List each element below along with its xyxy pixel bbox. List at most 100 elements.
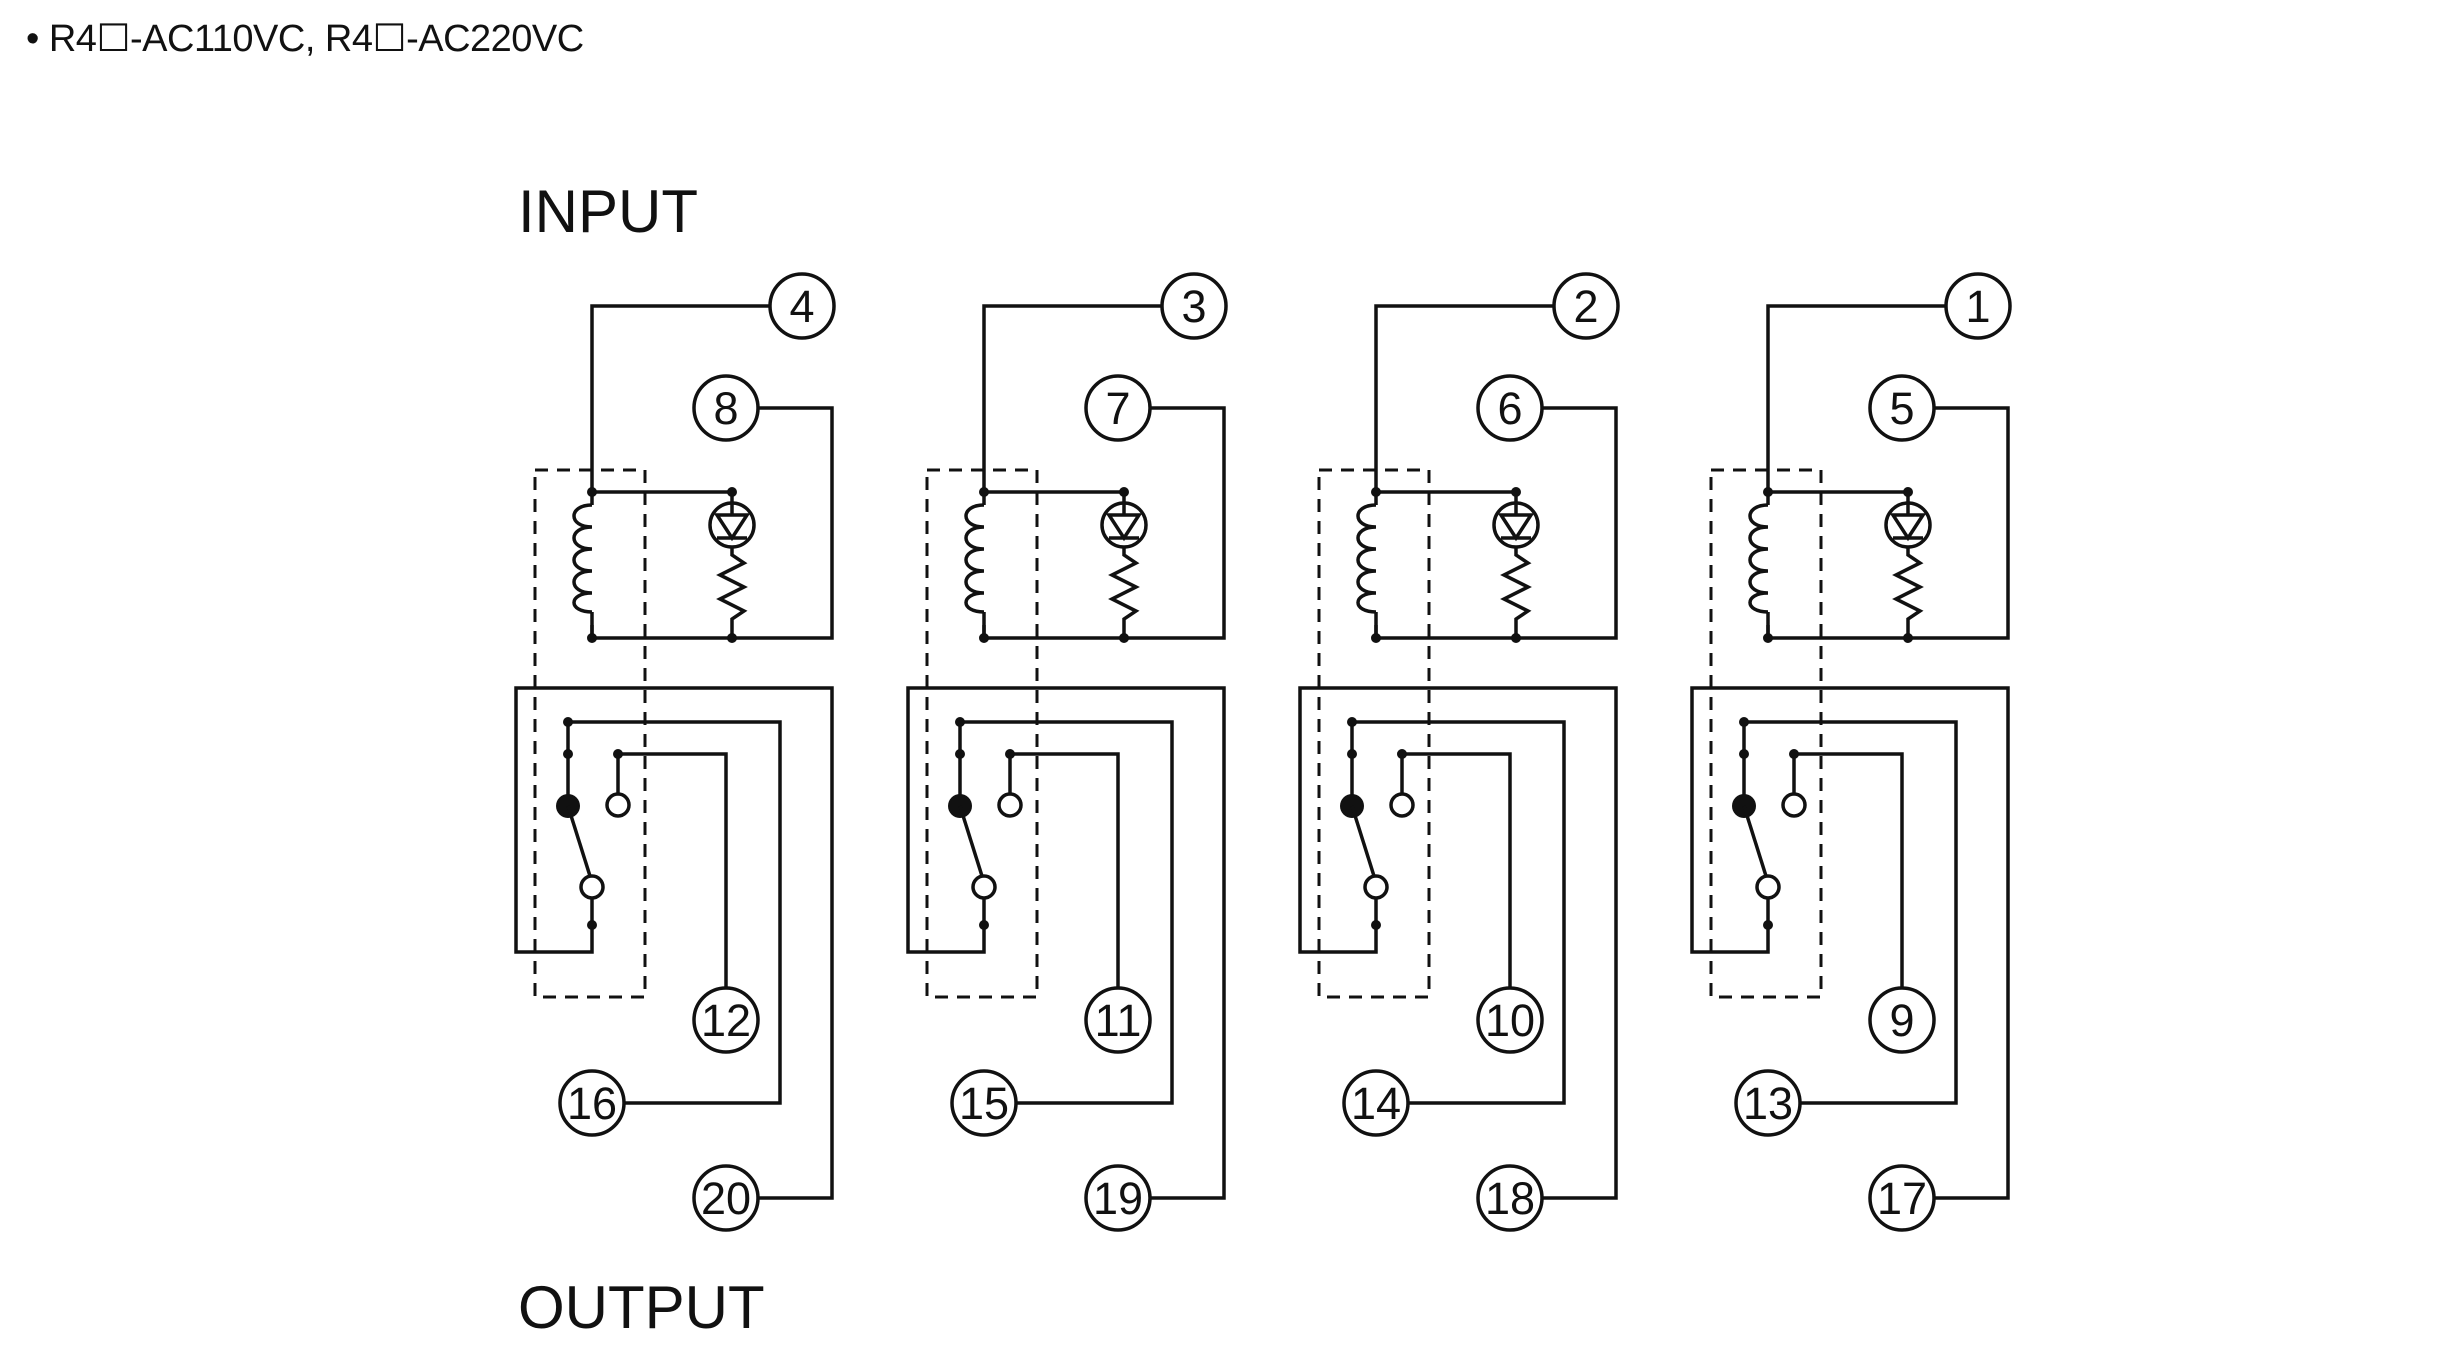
- output-label: OUTPUT: [518, 1274, 765, 1341]
- led-pin-number: 5: [1889, 383, 1914, 434]
- junction-dot: [727, 487, 737, 497]
- switch-arm-icon: [1350, 805, 1376, 877]
- nc-pin-circle: [692, 986, 760, 1054]
- no-pin-circle: [692, 1164, 760, 1232]
- junction-dot: [587, 487, 597, 497]
- coil-icon: [572, 503, 593, 614]
- nc-contact-wire: [1400, 752, 1512, 988]
- resistor-icon: [1108, 547, 1140, 638]
- pivot-contact-icon: [971, 874, 997, 900]
- junction-dot: [727, 633, 737, 643]
- resistor-icon: [716, 547, 748, 638]
- no-contact-wire: [514, 686, 834, 1200]
- input-label: INPUT: [518, 178, 698, 245]
- led-return-wire: [590, 406, 834, 640]
- coil-icon: [1356, 503, 1377, 614]
- led-return-wire: [982, 406, 1226, 640]
- junction-dot: [1511, 633, 1521, 643]
- coil-pin-number: 1: [1965, 281, 1990, 332]
- junction-dot: [1789, 749, 1799, 759]
- open-contact-icon: [1781, 792, 1807, 818]
- junction-dot: [1371, 633, 1381, 643]
- junction-dot: [1347, 717, 1357, 727]
- junction-dot: [1763, 920, 1773, 930]
- com-pin-circle: [1734, 1069, 1802, 1137]
- coil-pin-number: 2: [1573, 281, 1598, 332]
- diode-symbol-icon: [713, 502, 751, 542]
- no-pin-circle: [1476, 1164, 1544, 1232]
- com-pin-circle: [1342, 1069, 1410, 1137]
- nc-contact-wire: [1008, 752, 1120, 988]
- no-pin-number: 19: [1093, 1173, 1143, 1224]
- led-pin-number: 8: [713, 383, 738, 434]
- diode-symbol-icon: [1105, 502, 1143, 542]
- junction-dot: [979, 487, 989, 497]
- junction-dot: [613, 749, 623, 759]
- junction-dot: [1903, 633, 1913, 643]
- no-pin-number: 20: [701, 1173, 751, 1224]
- top-rail: [1768, 490, 1910, 502]
- nc-pin-number: 10: [1485, 995, 1535, 1046]
- no-pin-number: 18: [1485, 1173, 1535, 1224]
- resistor-icon: [1500, 547, 1532, 638]
- coil-pin-circle: [1944, 272, 2012, 340]
- junction-dot: [1347, 749, 1357, 759]
- junction-dot: [979, 633, 989, 643]
- relay-boundary: [1317, 468, 1431, 999]
- coil-input-wire: [590, 304, 770, 492]
- junction-dot: [563, 717, 573, 727]
- top-rail: [1376, 490, 1518, 502]
- relay-boundary: [925, 468, 1039, 999]
- led-pin-circle: [1084, 374, 1152, 442]
- coil-pin-circle: [1160, 272, 1228, 340]
- coil-icon: [964, 503, 985, 614]
- no-contact-wire: [906, 686, 1226, 1200]
- relay-boundary: [1709, 468, 1823, 999]
- coil-input-wire: [1374, 304, 1554, 492]
- nc-pin-number: 9: [1889, 995, 1914, 1046]
- junction-dot: [1005, 749, 1015, 759]
- nc-pin-circle: [1476, 986, 1544, 1054]
- junction-dot: [1371, 487, 1381, 497]
- relay-channel-3: 26 10 14 18: [1298, 272, 1620, 1232]
- open-contact-icon: [1389, 792, 1415, 818]
- top-rail: [592, 490, 734, 502]
- coil-pin-circle: [1552, 272, 1620, 340]
- open-contact-icon: [997, 792, 1023, 818]
- led-pin-circle: [692, 374, 760, 442]
- coil-pin-circle: [768, 272, 836, 340]
- led-pin-number: 6: [1497, 383, 1522, 434]
- relay-boundary: [533, 468, 647, 999]
- no-contact-wire: [1298, 686, 1618, 1200]
- nc-pin-circle: [1868, 986, 1936, 1054]
- junction-dot: [955, 749, 965, 759]
- no-contact-wire: [1690, 686, 2010, 1200]
- junction-dot: [1119, 487, 1129, 497]
- junction-dot: [1763, 633, 1773, 643]
- junction-dot: [587, 920, 597, 930]
- com-pin-number: 16: [567, 1078, 617, 1129]
- top-rail: [984, 490, 1126, 502]
- pivot-contact-icon: [579, 874, 605, 900]
- junction-dot: [587, 633, 597, 643]
- pivot-contact-icon: [1755, 874, 1781, 900]
- com-pin-number: 14: [1351, 1078, 1401, 1129]
- nc-contact-wire: [616, 752, 728, 988]
- led-pin-circle: [1476, 374, 1544, 442]
- pivot-contact-icon: [1363, 874, 1389, 900]
- com-pin-circle: [558, 1069, 626, 1137]
- nc-pin-number: 11: [1095, 995, 1142, 1046]
- junction-dot: [1511, 487, 1521, 497]
- no-pin-number: 17: [1877, 1173, 1927, 1224]
- diode-symbol-icon: [1889, 502, 1927, 542]
- junction-dot: [1371, 920, 1381, 930]
- no-pin-circle: [1868, 1164, 1936, 1232]
- com-contact-wire: [1742, 720, 1958, 1105]
- com-pin-circle: [950, 1069, 1018, 1137]
- switch-arm-icon: [958, 805, 984, 877]
